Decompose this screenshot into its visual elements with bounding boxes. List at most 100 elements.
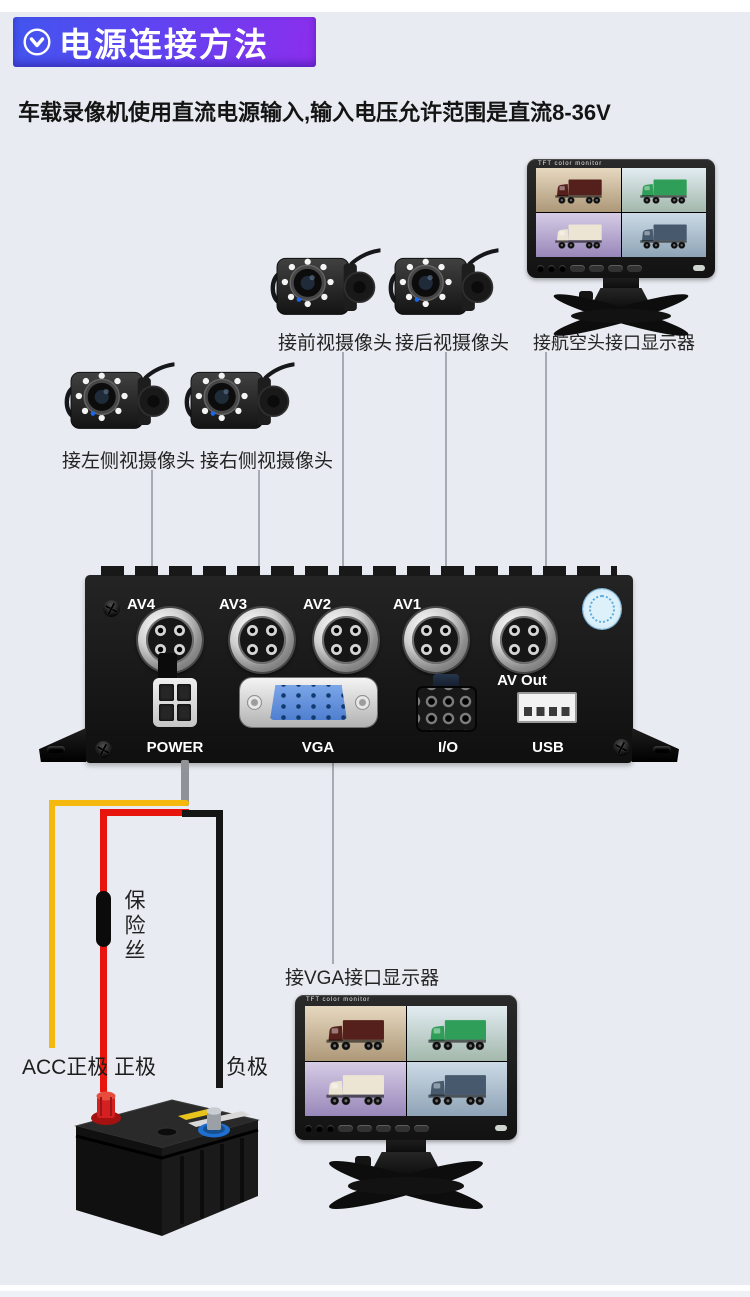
io-label: I/O — [437, 739, 459, 756]
monitor-hole — [548, 264, 555, 272]
right-camera-label: 接右侧视摄像头 — [200, 451, 334, 472]
left-camera-image — [60, 360, 175, 439]
right-camera-image — [180, 360, 295, 439]
monitor-controls — [537, 262, 705, 274]
acc-label: ACC正极 — [22, 1056, 109, 1079]
monitor-controls — [305, 1122, 507, 1134]
monitor-bezel: TFT color monitor — [527, 159, 715, 278]
quad-view-cell — [305, 1006, 406, 1061]
rear-camera-image — [384, 246, 499, 325]
next-section-edge — [0, 1291, 750, 1297]
line-right-camera — [258, 470, 260, 578]
monitor-button — [338, 1124, 353, 1132]
power-pigtail-wire — [181, 760, 189, 806]
line-vga-monitor — [332, 762, 334, 964]
monitor-button — [414, 1124, 429, 1132]
monitor-button — [570, 264, 585, 272]
top-white-strip — [0, 0, 750, 12]
monitor-neck — [603, 278, 639, 290]
line-aviation-monitor — [545, 352, 547, 578]
av1-connector — [404, 608, 468, 672]
monitor-hole — [559, 264, 566, 272]
quad-view-cell — [536, 213, 621, 257]
monitor-button — [357, 1124, 372, 1132]
io-connector — [418, 688, 475, 730]
fuse — [96, 891, 111, 947]
power-cable-stub — [158, 653, 177, 681]
screw-icon — [100, 597, 123, 620]
usb-label: USB — [532, 739, 564, 756]
front-camera-label: 接前视摄像头 — [278, 333, 393, 354]
monitor-bezel: TFT color monitor — [295, 995, 517, 1140]
screw-icon — [610, 736, 633, 759]
rear-camera-label: 接后视摄像头 — [395, 333, 510, 354]
quad-view-cell — [406, 1006, 507, 1061]
chevron-down-circle-icon — [23, 28, 51, 56]
usb-port — [517, 692, 577, 723]
power-label: POWER — [146, 739, 204, 756]
battery-image — [74, 1091, 260, 1236]
av2-port-label: AV2 — [303, 596, 332, 613]
av2-connector — [314, 608, 378, 672]
mounting-slot — [653, 746, 671, 753]
section-divider — [0, 1285, 750, 1291]
monitor-brand-text: TFT color monitor — [306, 997, 371, 1003]
positive-wire — [100, 809, 107, 1092]
quad-view-cell — [621, 168, 706, 212]
mounting-slot — [47, 746, 65, 753]
av3-port-label: AV3 — [219, 596, 248, 613]
monitor-hole — [305, 1124, 312, 1132]
positive-wire — [100, 809, 189, 816]
fuse-label: 保险丝 — [122, 889, 145, 964]
quad-view-cell — [536, 168, 621, 212]
monitor-button — [395, 1124, 410, 1132]
monitor-button — [376, 1124, 391, 1132]
intro-text: 车载录像机使用直流电源输入,输入电压允许范围是直流8-36V — [18, 100, 611, 125]
monitor-button — [589, 264, 604, 272]
quad-view-cell — [406, 1061, 507, 1116]
monitor-power-led — [693, 265, 705, 271]
screw-icon — [92, 738, 115, 761]
mounting-flange-left — [39, 728, 86, 762]
monitor-screen — [536, 168, 706, 257]
line-left-camera — [151, 470, 153, 578]
av3-connector — [230, 608, 294, 672]
monitor-button — [627, 264, 642, 272]
av1-port-label: AV1 — [393, 596, 422, 613]
section-title: 电源连接方法 — [59, 26, 269, 63]
monitor-brand-text: TFT color monitor — [538, 161, 603, 167]
monitor-hole — [327, 1124, 334, 1132]
vga-monitor: TFT color monitor — [295, 995, 517, 1217]
acc-wire — [49, 800, 189, 806]
monitor-base — [326, 1153, 486, 1217]
section-header-banner: 电源连接方法 — [13, 17, 316, 67]
negative-wire — [182, 810, 223, 817]
mounting-flange-right — [632, 728, 679, 762]
av4-port-label: AV4 — [127, 596, 156, 613]
vga-port — [240, 678, 377, 727]
front-camera-image — [266, 246, 381, 325]
negative-label: 负极 — [226, 1056, 268, 1079]
quad-view-cell — [621, 213, 706, 257]
vga-pins — [270, 685, 347, 720]
line-front-camera — [342, 352, 344, 578]
left-camera-label: 接左侧视摄像头 — [62, 451, 196, 472]
monitor-button — [608, 264, 623, 272]
power-connector — [153, 678, 197, 727]
monitor-power-led — [495, 1125, 507, 1131]
monitor-screen — [305, 1006, 507, 1116]
monitor-hole — [537, 264, 544, 272]
av-out-connector — [492, 608, 556, 672]
vga-label: VGA — [301, 739, 335, 756]
io-connector-tab — [433, 674, 459, 690]
av-out-label: AV Out — [497, 672, 547, 689]
aviation-monitor-label: 接航空头接口显示器 — [533, 333, 695, 353]
aviation-monitor: TFT color monitor — [527, 159, 715, 342]
monitor-neck — [386, 1140, 426, 1154]
vga-monitor-label: 接VGA接口显示器 — [285, 968, 440, 989]
monitor-knob — [579, 291, 593, 301]
dvr-unit: AV4 AV3 AV2 AV1 AV Out POWER VGA I/O USB — [39, 566, 679, 763]
negative-wire — [216, 810, 223, 1088]
warranty-seal-sticker — [583, 589, 621, 629]
